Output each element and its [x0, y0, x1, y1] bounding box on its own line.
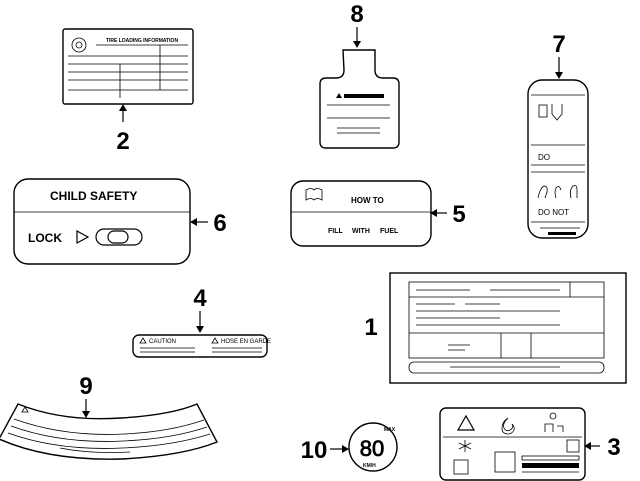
- label-10-km: KM/H: [363, 463, 376, 469]
- callout-3: 3: [607, 434, 620, 461]
- label-6-child-safety: CHILD SAFETY LOCK 6: [13, 178, 227, 265]
- label-4-caution: 4 CAUTION HOSE EN GARDE: [132, 285, 271, 358]
- label-6-lock: LOCK: [28, 231, 62, 245]
- label-5-fuel: HOW TO FILL WITH FUEL 5: [290, 180, 466, 247]
- label-3-icons: 3: [439, 407, 621, 481]
- label-1: 1: [364, 272, 627, 384]
- callout-1: 1: [364, 314, 377, 341]
- label-10-max: MAX: [384, 427, 396, 433]
- callout-9: 9: [79, 373, 92, 400]
- label-4-hose-text: HOSE EN GARDE: [221, 339, 271, 345]
- callout-10: 10: [301, 437, 328, 464]
- callout-5: 5: [452, 201, 465, 228]
- label-2-tire-info: TIRE LOADING INFORMATION 2: [62, 28, 194, 155]
- label-2-header: TIRE LOADING INFORMATION: [106, 38, 179, 44]
- label-4-caution-text: CAUTION: [149, 339, 176, 345]
- callout-8: 8: [350, 1, 363, 28]
- label-7: 7 DO DO NOT: [527, 31, 589, 239]
- label-7-do-not: DO NOT: [538, 208, 569, 217]
- callout-2: 2: [116, 128, 129, 155]
- label-5-with: WITH: [352, 228, 370, 235]
- label-5-how-to: HOW TO: [351, 196, 384, 205]
- label-9-curved: 9: [0, 373, 218, 460]
- label-5-fuel-word: FUEL: [380, 228, 399, 235]
- label-5-fill: FILL: [328, 228, 343, 235]
- label-10-speed: 10 MAX 80 KM/H: [301, 422, 398, 472]
- callout-6: 6: [213, 210, 226, 237]
- label-7-do: DO: [538, 153, 550, 162]
- label-8-warning: 8 WARNING: [319, 1, 400, 149]
- callout-4: 4: [193, 285, 207, 312]
- label-6-title: CHILD SAFETY: [50, 189, 137, 203]
- callout-7: 7: [552, 31, 565, 58]
- label-10-digits: 80: [360, 436, 384, 461]
